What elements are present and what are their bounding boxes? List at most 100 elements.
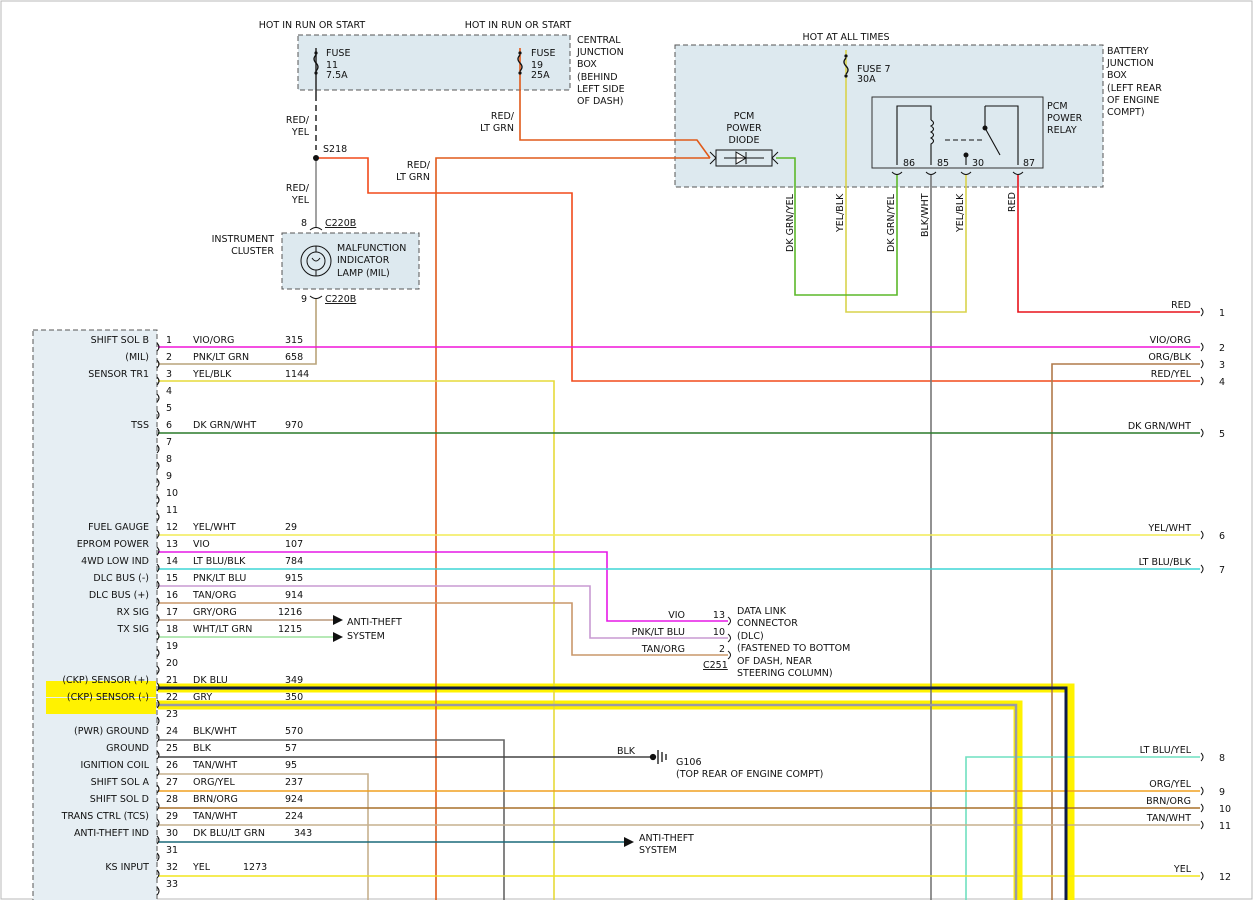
label-hot-run-start-2: HOT IN RUN OR START	[465, 20, 572, 31]
pcm-pin-number: 6	[166, 420, 172, 431]
fuse-19-number: 19	[531, 60, 543, 71]
svg-text:OF DASH): OF DASH)	[577, 96, 624, 107]
fuse-7-symbol	[843, 57, 849, 75]
pcm-wire-color: BRN/ORG	[193, 794, 238, 805]
pcm-pin-number: 7	[166, 437, 172, 448]
right-pin-connector	[1200, 871, 1204, 881]
dlc-wire-vio: VIO	[668, 610, 685, 621]
svg-text:(BEHIND: (BEHIND	[577, 72, 618, 83]
pcm-circuit-number: 1144	[285, 369, 309, 380]
pcm-pin-number: 21	[166, 675, 178, 686]
pcm-pin-connector	[156, 393, 160, 403]
fuse-19-symbol	[517, 54, 523, 72]
pcm-pin-connector	[156, 580, 160, 590]
ckp-highlight-label-2	[46, 698, 156, 714]
svg-text:DIODE: DIODE	[729, 135, 760, 146]
svg-text:OF DASH, NEAR: OF DASH, NEAR	[737, 656, 812, 667]
svg-text:RELAY: RELAY	[1047, 125, 1077, 136]
right-pin-connector	[1200, 307, 1204, 317]
anti-theft-arrow-1	[333, 615, 343, 625]
pcm-wire-color: WHT/LT GRN	[193, 624, 252, 635]
pcm-pin-number: 27	[166, 777, 178, 788]
svg-text:(LEFT REAR: (LEFT REAR	[1107, 83, 1162, 94]
relay-label: PCM POWER RELAY	[1047, 101, 1083, 136]
pcm-circuit-number: 349	[285, 675, 303, 686]
pcm-wire-color: VIO/ORG	[193, 335, 234, 346]
pcm-pin-number: 15	[166, 573, 178, 584]
pcm-pin-number: 8	[166, 454, 172, 465]
pcm-pin-name: (MIL)	[125, 352, 149, 363]
pcm-circuit-number: 350	[285, 692, 303, 703]
fuse-11-amps: 7.5A	[326, 70, 348, 81]
pcm-pin-connector	[156, 750, 160, 760]
right-pin-number: 4	[1219, 377, 1225, 388]
pcm-wire-color: YEL	[192, 862, 211, 873]
dlc-wire-pnk-lt-blu: PNK/LT BLU	[632, 627, 685, 638]
label-hot-all-times: HOT AT ALL TIMES	[803, 32, 890, 43]
wire-red-yel-branch	[316, 157, 1200, 382]
svg-text:(FASTENED TO BOTTOM: (FASTENED TO BOTTOM	[737, 643, 850, 654]
pcm-wire-color: DK BLU	[193, 675, 228, 686]
pcm-circuit-number: 784	[285, 556, 303, 567]
pcm-pin-number: 11	[166, 505, 178, 516]
ground-g106-symbol	[649, 750, 667, 764]
pcm-wire-color: YEL/WHT	[192, 522, 236, 533]
svg-text:PCM: PCM	[1047, 101, 1068, 112]
relay-pin-87: 87	[1023, 158, 1035, 169]
vlabel-yel-blk-1: YEL/BLK	[835, 193, 846, 233]
svg-text:PCM: PCM	[734, 111, 755, 122]
pcm-pin-name: SHIFT SOL D	[90, 794, 149, 805]
right-wire-label: ORG/YEL	[1149, 779, 1191, 790]
pcm-pin-number: 30	[166, 828, 178, 839]
anti-theft-arrow-2	[333, 632, 343, 642]
pcm-wire-color: GRY	[193, 692, 212, 703]
fuse-11-symbol	[313, 54, 319, 72]
pcm-circuit-number: 970	[285, 420, 303, 431]
right-wire-label: RED	[1171, 300, 1191, 311]
wire-pin24-blk-wht	[158, 739, 505, 900]
splice-s218	[313, 155, 319, 161]
cluster-name-2: CLUSTER	[231, 246, 274, 257]
connector-c251: C251	[703, 660, 728, 671]
pcm-pin-number: 20	[166, 658, 178, 669]
pcm-pin-name: TSS	[130, 420, 149, 431]
pcm-pin-connector	[156, 818, 160, 828]
right-wire-label: LT BLU/BLK	[1139, 557, 1192, 568]
wire-red-relay87	[1017, 175, 1200, 313]
wire-pin3-yel-blk	[158, 380, 555, 900]
pcm-pin-connector	[156, 478, 160, 488]
dlc-pin-13: 13	[713, 610, 725, 621]
pcm-pin-name: SHIFT SOL B	[91, 335, 149, 346]
pcm-pin-connector	[156, 665, 160, 675]
wire-pin21-dk-blu	[158, 686, 1068, 900]
svg-text:(DLC): (DLC)	[737, 631, 764, 642]
right-wire-label: ORG/BLK	[1148, 352, 1191, 363]
pcm-pin-name: EPROM POWER	[77, 539, 150, 550]
right-pin-number: 10	[1219, 804, 1231, 815]
right-pin-number: 1	[1219, 308, 1225, 319]
vlabel-dk-grn-yel-2: DK GRN/YEL	[886, 193, 897, 252]
right-wire-label: RED/YEL	[1151, 369, 1192, 380]
pcm-wire-color: ORG/YEL	[193, 777, 235, 788]
lamp-label-2: INDICATOR	[337, 255, 390, 266]
svg-text:OF ENGINE: OF ENGINE	[1107, 95, 1159, 106]
pcm-pin-connector	[156, 886, 160, 896]
pcm-pin-connector	[156, 648, 160, 658]
instrument-cluster-box	[281, 232, 420, 290]
pcm-pin-name: TX SIG	[116, 624, 149, 635]
pcm-pin-connector	[156, 512, 160, 522]
cluster-pin-8: 8	[301, 218, 307, 229]
fuse-11-label: FUSE	[326, 48, 350, 59]
wire-label-red-yel-2a: RED/	[286, 183, 310, 194]
anti-theft-label-1a: ANTI-THEFT	[347, 617, 402, 628]
pcm-pin-number: 28	[166, 794, 178, 805]
cluster-name-1: INSTRUMENT	[212, 234, 275, 245]
wire-red-ltgrn-down	[435, 157, 710, 900]
ground-wire-label: BLK	[617, 746, 636, 757]
right-pin-connector	[1200, 564, 1204, 574]
pcm-power-relay-box	[871, 96, 1044, 169]
pcm-circuit-number: 658	[285, 352, 303, 363]
